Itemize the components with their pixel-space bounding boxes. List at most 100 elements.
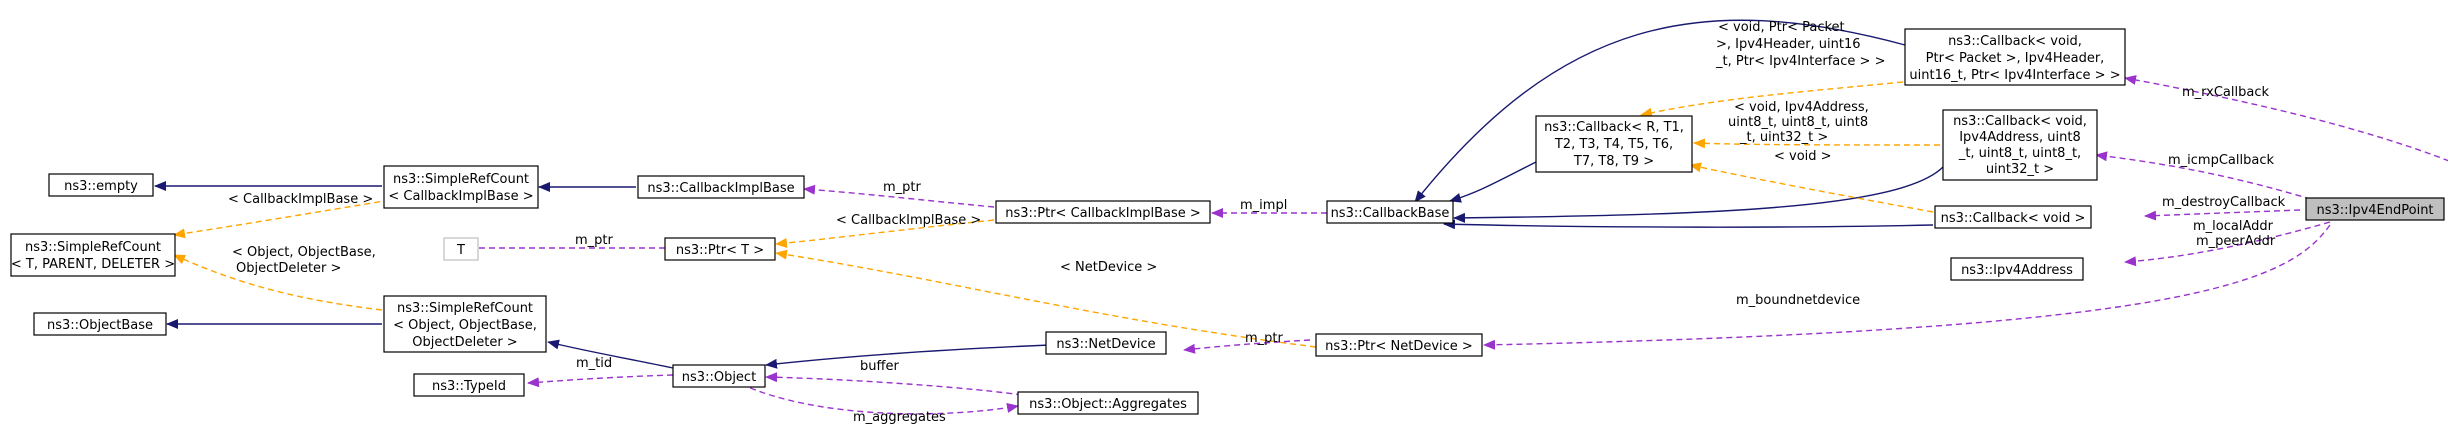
node-callback-void-label: ns3::Callback< void > bbox=[1941, 211, 2086, 226]
node-callback-template-line1: ns3::Callback< R, T1, bbox=[1544, 120, 1684, 135]
edge-labels: m_ptr m_ptr m_impl < CallbackImplBase > … bbox=[228, 20, 2286, 425]
label-m-localaddr: m_localAddr bbox=[2193, 219, 2274, 234]
node-callback-rx[interactable]: ns3::Callback< void, Ptr< Packet >, Ipv4… bbox=[1904, 28, 2126, 86]
label-m-ptr-nd: m_ptr bbox=[1245, 331, 1284, 346]
node-simplerefcount-object[interactable]: ns3::SimpleRefCount < Object, ObjectBase… bbox=[383, 295, 547, 353]
edges bbox=[154, 19, 2448, 415]
node-ptr-t[interactable]: ns3::Ptr< T > bbox=[664, 237, 776, 261]
label-m-rxcallback: m_rxCallback bbox=[2182, 85, 2269, 100]
node-simplerefcount-generic[interactable]: ns3::SimpleRefCount < T, PARENT, DELETER… bbox=[10, 233, 176, 277]
edge-use-destroycallback bbox=[2144, 209, 2301, 221]
edge-template-src-object bbox=[173, 254, 383, 311]
label-buffer: buffer bbox=[860, 359, 899, 374]
edge-template-rx bbox=[1640, 81, 1904, 118]
edge-use-boundnetdevice bbox=[1483, 224, 2331, 350]
edge-template-void bbox=[1689, 162, 1934, 213]
node-callback-rx-line2: Ptr< Packet >, Ipv4Header, bbox=[1926, 51, 2105, 66]
node-callback-template-line2: T2, T3, T4, T5, T6, bbox=[1554, 137, 1673, 152]
edge-inherit-callbackvoid-base bbox=[1443, 219, 1934, 230]
node-callback-template[interactable]: ns3::Callback< R, T1, T2, T3, T4, T5, T6… bbox=[1535, 115, 1693, 173]
label-m-tid: m_tid bbox=[576, 356, 612, 371]
node-typeid[interactable]: ns3::TypeId bbox=[413, 373, 525, 397]
label-tpl-object-2: ObjectDeleter > bbox=[236, 261, 341, 276]
edge-use-rxcallback bbox=[2124, 75, 2448, 162]
node-typeid-label: ns3::TypeId bbox=[432, 379, 506, 394]
node-ipv4address-label: ns3::Ipv4Address bbox=[1961, 263, 2073, 278]
node-object-label: ns3::Object bbox=[682, 370, 756, 385]
edge-use-cib-ptr bbox=[803, 184, 995, 208]
label-tpl-netdevice: < NetDevice > bbox=[1060, 260, 1157, 275]
node-src-cib-line2: < CallbackImplBase > bbox=[388, 189, 533, 204]
node-ipv4endpoint[interactable]: ns3::Ipv4EndPoint bbox=[2305, 197, 2445, 221]
node-src-generic-line2: < T, PARENT, DELETER > bbox=[11, 257, 175, 272]
node-t[interactable]: T bbox=[443, 237, 479, 261]
node-callback-void[interactable]: ns3::Callback< void > bbox=[1934, 205, 2092, 229]
node-objectbase[interactable]: ns3::ObjectBase bbox=[33, 312, 167, 336]
label-m-ptr-cib: m_ptr bbox=[883, 180, 922, 195]
node-src-cib-line1: ns3::SimpleRefCount bbox=[393, 172, 529, 187]
edge-inherit-netdevice-object bbox=[765, 344, 1051, 369]
node-callback-icmp-line3: _t, uint8_t, uint8_t, bbox=[1958, 146, 2081, 161]
edge-template-ptrcib-ptrt bbox=[775, 219, 995, 248]
label-m-peeraddr: m_peerAddr bbox=[2196, 234, 2276, 249]
edge-inherit-callbackrx-base bbox=[1414, 19, 1906, 203]
node-t-label: T bbox=[456, 243, 465, 258]
node-src-object-line2: < Object, ObjectBase, bbox=[393, 318, 537, 333]
label-tpl-icmp-1: < void, Ipv4Address, bbox=[1734, 100, 1869, 115]
node-callbackimplbase-label: ns3::CallbackImplBase bbox=[647, 181, 794, 196]
nodes: ns3::empty ns3::SimpleRefCount < Callbac… bbox=[10, 28, 2445, 415]
node-ptr-netdevice-label: ns3::Ptr< NetDevice > bbox=[1325, 339, 1473, 354]
node-ptr-callbackimplbase[interactable]: ns3::Ptr< CallbackImplBase > bbox=[995, 200, 1211, 224]
node-callback-template-line3: T7, T8, T9 > bbox=[1573, 154, 1654, 169]
node-empty[interactable]: ns3::empty bbox=[48, 173, 154, 197]
edge-use-typeid-object bbox=[527, 374, 674, 388]
label-tpl-rx-3: _t, Ptr< Ipv4Interface > > bbox=[1715, 54, 1885, 69]
edge-use-aggregates-object bbox=[765, 372, 1023, 396]
node-callback-icmp-line2: Ipv4Address, uint8 bbox=[1959, 130, 2081, 145]
node-ptr-t-label: ns3::Ptr< T > bbox=[676, 243, 764, 258]
edge-template-src-cib bbox=[173, 199, 391, 239]
edge-inherit-callbacktpl-base bbox=[1449, 159, 1541, 203]
node-callbackbase[interactable]: ns3::CallbackBase bbox=[1326, 200, 1454, 224]
node-ipv4endpoint-label: ns3::Ipv4EndPoint bbox=[2316, 203, 2433, 218]
label-tpl-cib-a: < CallbackImplBase > bbox=[228, 192, 373, 207]
edge-inherit-callbackicmp-base bbox=[1453, 166, 1944, 223]
label-tpl-object-1: < Object, ObjectBase, bbox=[232, 245, 376, 260]
edge-use-netdevice-ptr bbox=[1183, 339, 1311, 354]
label-tpl-cib-b: < CallbackImplBase > bbox=[836, 213, 981, 228]
edge-use-object-aggregates bbox=[740, 383, 1019, 415]
node-empty-label: ns3::empty bbox=[64, 179, 138, 194]
label-tpl-rx-1: < void, Ptr< Packet bbox=[1718, 20, 1845, 35]
edge-inherit-object-srcobj bbox=[547, 339, 674, 369]
label-tpl-void: < void > bbox=[1774, 149, 1832, 164]
node-ipv4address[interactable]: ns3::Ipv4Address bbox=[1950, 257, 2084, 281]
node-netdevice[interactable]: ns3::NetDevice bbox=[1045, 331, 1167, 355]
edge-use-addr bbox=[2124, 221, 2331, 267]
node-object-aggregates[interactable]: ns3::Object::Aggregates bbox=[1017, 391, 1199, 415]
node-src-generic-line1: ns3::SimpleRefCount bbox=[25, 240, 161, 255]
node-object-aggregates-label: ns3::Object::Aggregates bbox=[1029, 397, 1187, 412]
node-ptr-netdevice[interactable]: ns3::Ptr< NetDevice > bbox=[1315, 333, 1483, 357]
node-src-object-line3: ObjectDeleter > bbox=[412, 335, 517, 350]
node-callback-rx-line3: uint16_t, Ptr< Ipv4Interface > > bbox=[1909, 68, 2120, 83]
label-m-aggregates: m_aggregates bbox=[853, 410, 946, 425]
label-m-boundnetdevice: m_boundnetdevice bbox=[1736, 293, 1860, 308]
node-callbackimplbase[interactable]: ns3::CallbackImplBase bbox=[637, 175, 805, 199]
edge-use-icmpcallback bbox=[2095, 151, 2331, 206]
label-m-destroycallback: m_destroyCallback bbox=[2162, 195, 2286, 210]
node-ptr-cib-label: ns3::Ptr< CallbackImplBase > bbox=[1005, 206, 1201, 221]
label-m-impl: m_impl bbox=[1240, 198, 1287, 213]
edge-template-icmp bbox=[1693, 138, 1941, 149]
node-src-object-line1: ns3::SimpleRefCount bbox=[397, 301, 533, 316]
node-callback-icmp-line4: uint32_t > bbox=[1986, 162, 2054, 177]
label-m-icmpcallback: m_icmpCallback bbox=[2168, 153, 2274, 168]
node-object[interactable]: ns3::Object bbox=[672, 364, 766, 388]
label-tpl-icmp-2: uint8_t, uint8_t, uint8 bbox=[1728, 115, 1868, 130]
node-callback-icmp[interactable]: ns3::Callback< void, Ipv4Address, uint8 … bbox=[1942, 109, 2098, 181]
node-callback-rx-line1: ns3::Callback< void, bbox=[1948, 34, 2082, 49]
label-m-ptr-t: m_ptr bbox=[575, 233, 614, 248]
node-simplerefcount-callbackimplbase[interactable]: ns3::SimpleRefCount < CallbackImplBase > bbox=[383, 165, 539, 209]
label-tpl-icmp-3: _t, uint32_t > bbox=[1739, 130, 1828, 145]
node-objectbase-label: ns3::ObjectBase bbox=[47, 318, 153, 333]
